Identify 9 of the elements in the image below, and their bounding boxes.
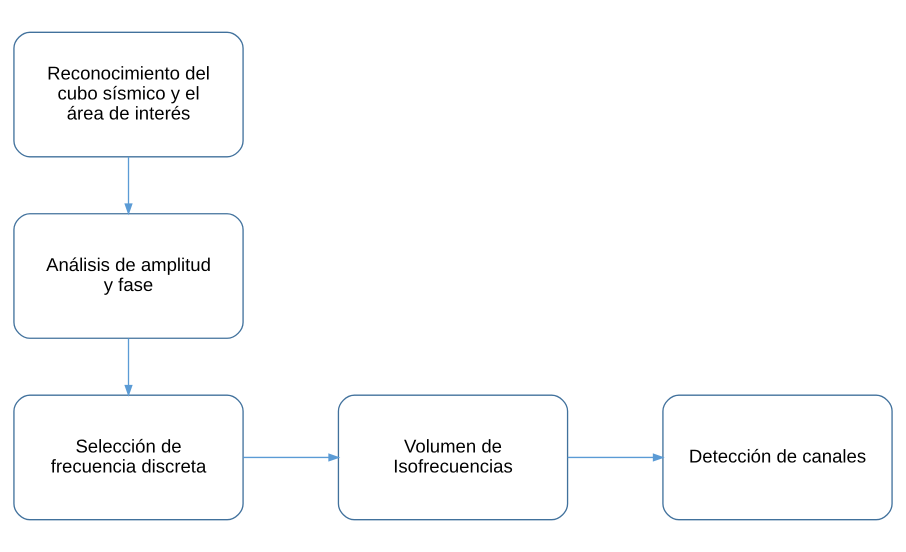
node-box: Análisis de amplitud y fase — [13, 213, 244, 339]
arrow — [568, 453, 665, 462]
node-box: Reconocimiento del cubo sísmico y el área de interés — [13, 32, 244, 158]
arrow — [243, 453, 340, 462]
node-box: Volumen de Isofrecuencias — [338, 394, 568, 520]
node-box: Detección de canales — [662, 394, 893, 520]
arrow — [124, 338, 133, 397]
node-box: Selección de frecuencia discreta — [13, 394, 244, 520]
arrow — [124, 156, 133, 216]
